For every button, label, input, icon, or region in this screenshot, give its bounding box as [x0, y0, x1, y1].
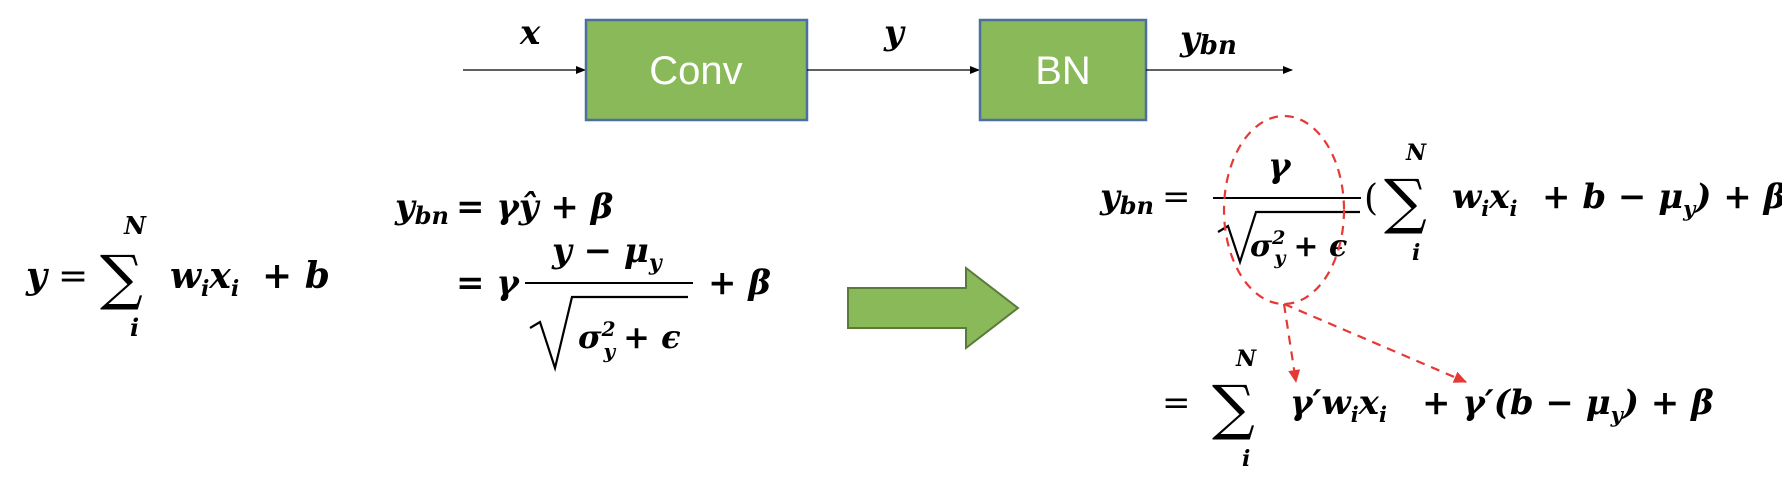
conv-block-label: Conv: [649, 49, 742, 93]
conv-eq-sum-sub: i: [130, 313, 139, 342]
fused-eq-lhs: ybn: [1099, 177, 1154, 220]
fused-eq2-term: γ′wixi: [1290, 383, 1387, 427]
fused-eq-sum-sup: N: [1405, 140, 1427, 166]
fused-eq2-sum: ∑: [1212, 373, 1255, 443]
output-label: ybn: [1179, 19, 1237, 61]
bn-eq-sqrt: [529, 295, 688, 373]
annotation-arrow-2: [1283, 302, 1467, 384]
fused-eq-gamma: γ: [1268, 146, 1292, 186]
mid-label: y: [883, 13, 906, 53]
input-label: x: [519, 13, 541, 53]
conv-equation: y = ∑ N i wixi + b: [25, 211, 330, 342]
conv-eq-equals: =: [58, 256, 88, 297]
conv-eq-sum-sup: N: [123, 211, 147, 240]
fused-eq2-mid: + γ′(b − μy) + β: [1422, 383, 1714, 427]
conv-eq-bias: + b: [262, 255, 330, 297]
fused-eq-sum-sub: i: [1412, 240, 1420, 266]
fused-eq-rest: + b − μy) + β: [1542, 177, 1782, 221]
fused-eq2-sum-sub: i: [1242, 446, 1250, 472]
fused-eq2-equals: =: [1162, 383, 1191, 423]
bn-eq-beta: + β: [708, 263, 771, 303]
annotations: [1222, 114, 1467, 384]
highlight-ellipse: [1222, 114, 1346, 306]
fused-eq-term: wixi: [1452, 177, 1518, 221]
conv-eq-lhs: y: [25, 255, 49, 297]
fused-eq2-sum-sup: N: [1235, 346, 1257, 372]
conv-eq-sum: ∑: [100, 243, 143, 313]
fused-eq-equals: =: [1162, 177, 1191, 217]
bn-eq-lhs: ybn: [394, 187, 449, 230]
conv-eq-term: wixi: [170, 255, 239, 302]
transform-arrow: [847, 265, 1020, 351]
bn-block-label: BN: [1035, 49, 1091, 93]
annotation-arrow-1: [1282, 303, 1301, 383]
bn-eq-line2-start: = γ: [456, 263, 520, 303]
bn-block: [978, 18, 1148, 122]
bn-eq-line1: = γŷ + β: [456, 187, 613, 227]
bn-eq-numerator: y − μy: [551, 231, 664, 276]
pipeline: x Conv y BN ybn: [463, 13, 1293, 122]
fused-eq-open-paren: (: [1364, 178, 1378, 219]
fused-eq-sum: ∑: [1384, 167, 1427, 237]
